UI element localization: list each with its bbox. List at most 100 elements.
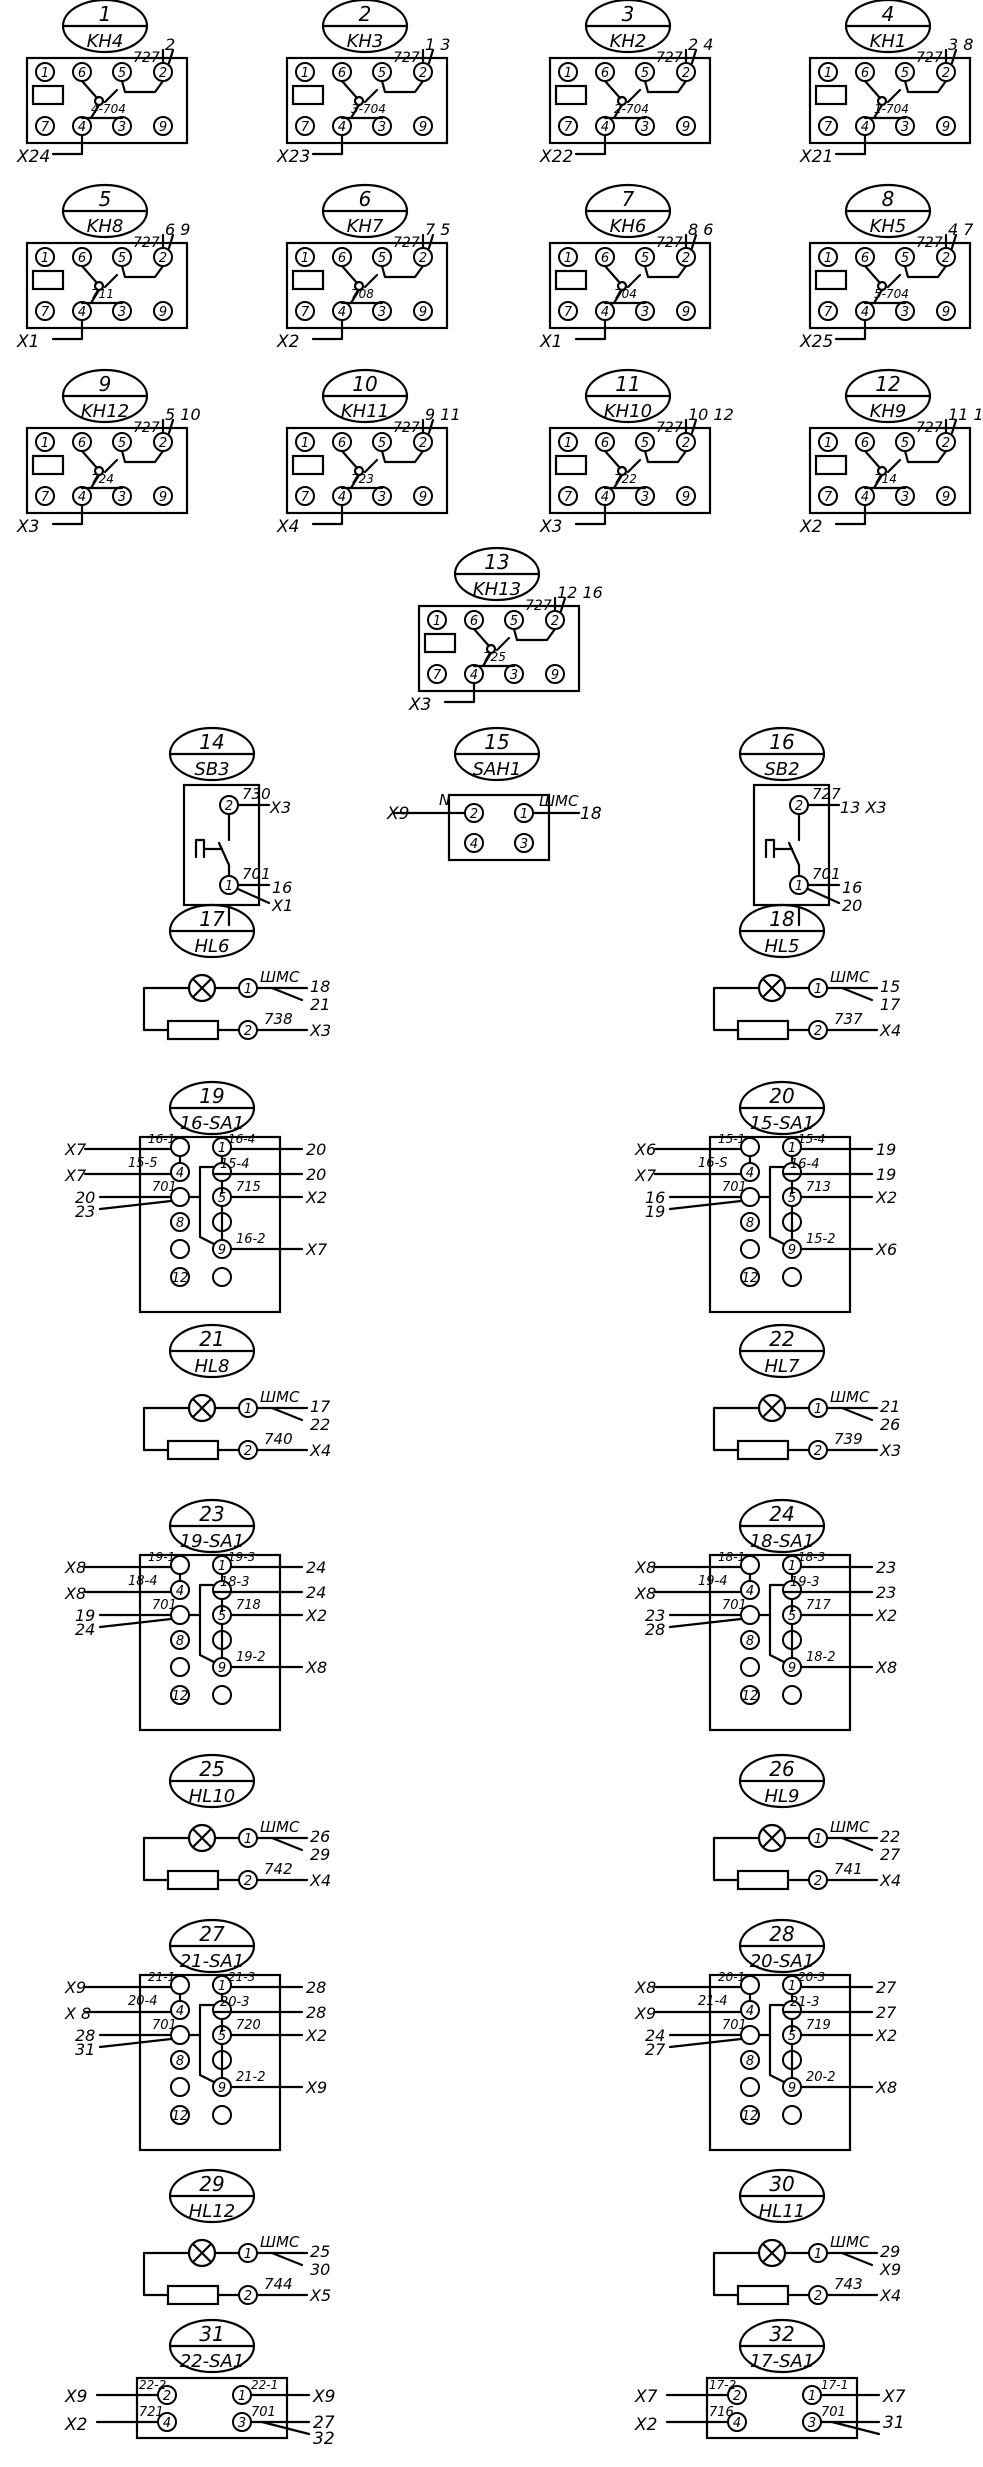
pin-number: 2 xyxy=(419,251,427,266)
output-destination: 2 4 xyxy=(688,35,713,54)
wire-destination: X8 xyxy=(305,1658,327,1677)
lamp-wire xyxy=(712,1836,761,1882)
pin-number: 5 xyxy=(788,1191,796,1206)
relay-box xyxy=(25,426,189,515)
lamp-cross xyxy=(191,1827,213,1849)
pin-number: 5 xyxy=(118,251,126,266)
wire-number: 740 xyxy=(264,1430,293,1448)
pin-number: 2 xyxy=(244,1874,252,1889)
wire-number: 22-2 xyxy=(139,2378,166,2392)
terminal-wire xyxy=(311,318,344,341)
pin-number: 5 xyxy=(378,66,386,81)
wire-number: 701 xyxy=(152,1598,177,1613)
wire-number: 714 xyxy=(874,472,897,486)
component-number: 32 xyxy=(769,2322,794,2346)
wire-destination: X4 xyxy=(309,1441,331,1460)
relay-box xyxy=(25,56,189,145)
terminal-label: X2 xyxy=(276,332,299,352)
component-designation: HL10 xyxy=(189,1786,235,1807)
component-designation: HL12 xyxy=(189,2201,235,2222)
relay-box xyxy=(808,426,972,515)
wire-number: 4-704 xyxy=(91,102,126,116)
wire-number: 727 xyxy=(656,50,683,66)
terminal-label: X2 xyxy=(799,517,822,537)
wire-destination: 16 xyxy=(842,878,862,897)
wire-number: 16-1 xyxy=(148,1132,175,1146)
wire-destination: 29 xyxy=(310,1845,330,1864)
pin-number: 5 xyxy=(218,1191,226,1206)
wire-destination: X8 xyxy=(875,1658,897,1677)
pin-number: 8 xyxy=(746,1634,754,1649)
pin-number: 4 xyxy=(338,305,346,320)
wire-number: 16-2 xyxy=(236,1232,266,1247)
contact-wire xyxy=(120,264,165,279)
pin-number: 7 xyxy=(433,668,442,683)
lamp-resistor xyxy=(736,2284,790,2306)
wire-number: 727 xyxy=(916,50,943,66)
component-number: 25 xyxy=(199,1757,224,1781)
pin-number: 3 xyxy=(118,305,126,320)
component-designation: KH8 xyxy=(87,216,124,237)
wire-number: 713 xyxy=(806,1180,831,1195)
wire-number: 727 xyxy=(656,420,683,436)
pin-number: 2 xyxy=(795,799,803,814)
lamp-wire xyxy=(712,2251,761,2297)
contact-wire xyxy=(380,79,425,94)
terminal-pin xyxy=(212,1267,232,1287)
wire-number: 721 xyxy=(139,2405,164,2420)
relay-box xyxy=(548,241,712,330)
pin-number: 1 xyxy=(218,1559,226,1574)
terminal-pin xyxy=(782,2105,802,2125)
terminal-label: X2 xyxy=(64,2415,87,2435)
wire-number: 15-5 xyxy=(128,1156,158,1171)
terminal-label: X3 xyxy=(16,517,39,537)
relay-box xyxy=(417,604,581,693)
terminal-pin xyxy=(35,432,55,452)
wire-number: 22-1 xyxy=(251,2378,278,2392)
contact-blade xyxy=(626,273,642,289)
switch-16-SA1: 1916-SA11458912X7X7202316-115-570116-415… xyxy=(64,1080,328,1314)
terminal-pin xyxy=(782,1685,802,1705)
component-designation: KH3 xyxy=(347,31,384,52)
wire-number: 701 xyxy=(152,2018,177,2033)
pin-number: 4 xyxy=(338,120,346,135)
wire-number: 19-3 xyxy=(790,1575,820,1590)
wire-destination: X4 xyxy=(879,1871,901,1890)
contact-blade xyxy=(886,458,902,474)
terminal-pin xyxy=(514,833,534,853)
pin-number: 4 xyxy=(338,490,346,505)
contact-wire xyxy=(863,449,882,470)
pin-number: 1 xyxy=(301,66,309,81)
contact-wire xyxy=(603,264,622,285)
pin-number: 1 xyxy=(808,2389,816,2404)
pin-number: 5 xyxy=(641,436,649,451)
wire-destination: 21 xyxy=(880,1397,900,1416)
pin-number: 12 xyxy=(742,2109,759,2124)
terminal-pin xyxy=(295,116,315,136)
terminal-pin xyxy=(740,1212,760,1232)
terminal-pin xyxy=(936,116,956,136)
switch-wire xyxy=(98,1199,173,1211)
pin-number: 7 xyxy=(41,305,50,320)
component-number: 26 xyxy=(769,1757,794,1781)
wire-number: 17-1 xyxy=(821,2378,848,2392)
pin-number: 12 xyxy=(172,1271,189,1286)
pin-number: 3 xyxy=(520,837,528,852)
output-wire xyxy=(950,48,958,65)
pin-number: 1 xyxy=(41,436,49,451)
terminal-wire xyxy=(574,133,607,156)
relay-box xyxy=(548,56,712,145)
wire-number: 701 xyxy=(242,865,271,883)
wire-destination: X2 xyxy=(875,2026,897,2045)
contact-wire xyxy=(340,264,359,285)
component-designation: KH11 xyxy=(341,401,389,422)
wire-number: 727 xyxy=(525,598,552,614)
component-number: 17 xyxy=(199,907,225,931)
wire-destination: 19 xyxy=(645,1202,665,1221)
terminal-pin xyxy=(35,486,55,506)
